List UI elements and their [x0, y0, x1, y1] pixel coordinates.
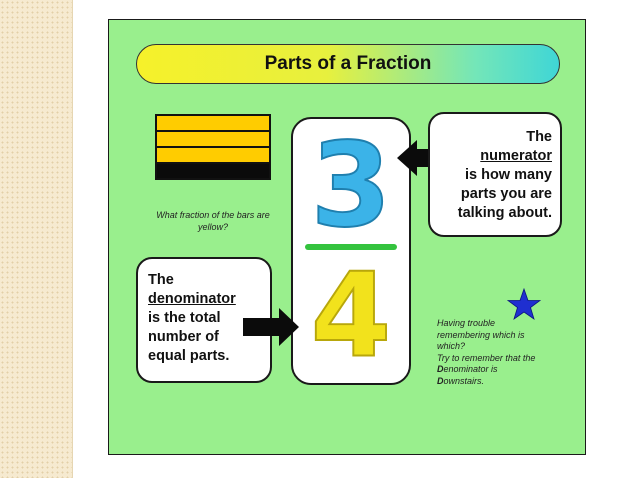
blue-star-icon [507, 288, 541, 320]
tip-line-6: Downstairs. [437, 376, 575, 388]
numerator-explanation-box: The numerator is how many parts you are … [428, 112, 562, 237]
tip-line-1: Having trouble [437, 318, 496, 328]
denominator-line-3: is the total [148, 310, 221, 326]
numerator-line-1: The [526, 129, 552, 145]
denominator-line-1: The [148, 272, 174, 288]
numerator-line-5: talking about. [457, 205, 552, 221]
tip-denominator-initial: D [437, 364, 444, 374]
decorative-side-strip [0, 0, 73, 478]
denominator-line-5: equal parts. [148, 348, 230, 364]
numerator-digit: 3 [311, 127, 392, 237]
tip-downstairs-initial: D [437, 375, 444, 386]
tip-line-5: Denominator is [437, 364, 575, 376]
fraction-line [305, 244, 397, 250]
slide-title: Parts of a Fraction [264, 53, 432, 74]
numerator-line-3: is how many [464, 167, 552, 183]
numerator-line-4: parts you are [460, 186, 552, 202]
denominator-term: denominator [148, 291, 236, 307]
memory-tip: Having trouble remembering which is whic… [437, 318, 575, 387]
black-bar [155, 162, 271, 180]
denominator-numeral: 4 [310, 257, 393, 367]
fraction-bars [155, 114, 271, 180]
tip-line-2: remembering which is [437, 329, 525, 340]
tip-downstairs-rest: ownstairs. [443, 375, 485, 386]
tip-denominator-rest: enominator is [443, 364, 498, 374]
numerator-term: numerator [480, 148, 552, 164]
title-banner: Parts of a Fraction [136, 44, 560, 84]
denominator-digit: 4 [311, 257, 392, 367]
black-arrow-right-icon [243, 308, 299, 346]
numerator-numeral: 3 [310, 127, 393, 237]
tip-line-3: which? [437, 341, 466, 351]
bars-question: What fraction of the bars are yellow? [156, 210, 270, 232]
denominator-line-4: number of [148, 329, 219, 345]
fraction-slide: Parts of a Fraction What fraction of the… [108, 19, 586, 455]
fraction-panel: 3 4 [291, 117, 411, 385]
tip-line-4: Try to remember that the [437, 352, 536, 363]
